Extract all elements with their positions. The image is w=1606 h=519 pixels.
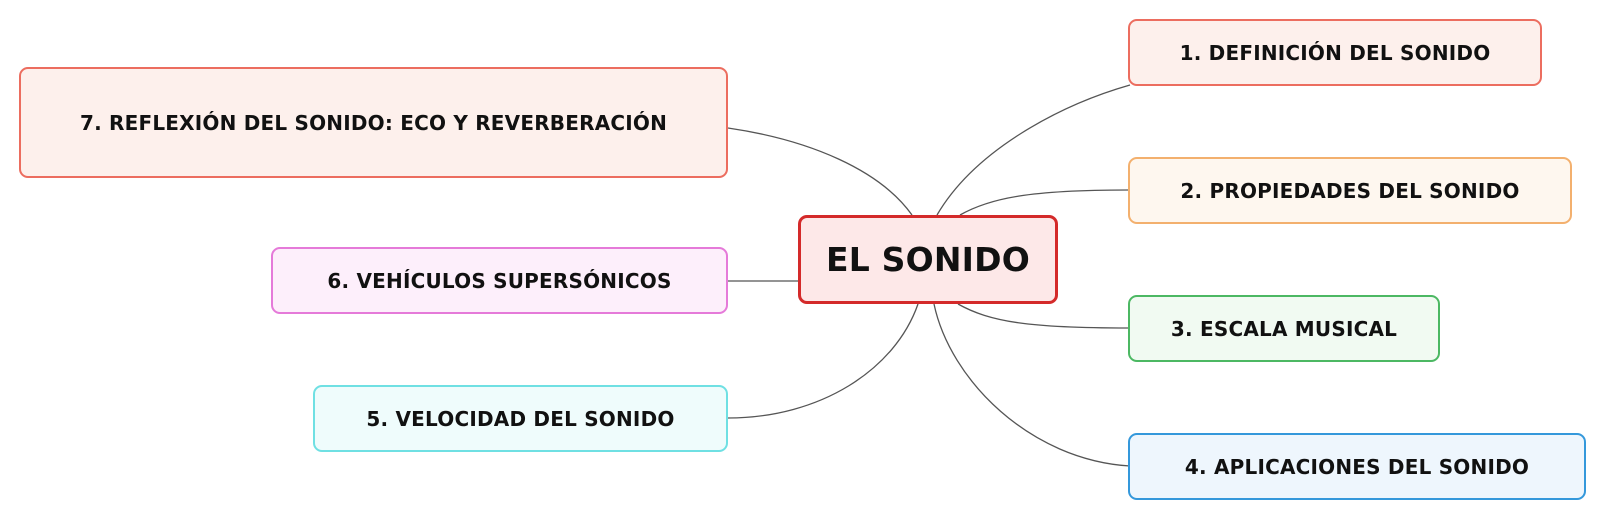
connector-topic-4 <box>933 303 1131 467</box>
topic-definicion[interactable]: 1. DEFINICIÓN DEL SONIDO <box>1128 19 1542 86</box>
topic-label: 2. PROPIEDADES DEL SONIDO <box>1180 178 1520 203</box>
connector-topic-5 <box>727 303 919 419</box>
topic-label: 3. ESCALA MUSICAL <box>1170 316 1398 341</box>
topic-aplicaciones[interactable]: 4. APLICACIONES DEL SONIDO <box>1128 433 1586 500</box>
connector-topic-3 <box>957 303 1129 329</box>
connector-topic-7 <box>727 127 913 216</box>
topic-label: 1. DEFINICIÓN DEL SONIDO <box>1179 40 1491 65</box>
topic-vehiculos-supersonicos[interactable]: 6. VEHÍCULOS SUPERSÓNICOS <box>271 247 728 314</box>
topic-label: 7. REFLEXIÓN DEL SONIDO: ECO Y REVERBERA… <box>79 110 668 135</box>
topic-label: 4. APLICACIONES DEL SONIDO <box>1184 454 1530 479</box>
topic-label: 5. VELOCIDAD DEL SONIDO <box>366 406 675 431</box>
connector-topic-1 <box>936 84 1131 216</box>
central-topic[interactable]: EL SONIDO <box>798 215 1058 304</box>
topic-propiedades[interactable]: 2. PROPIEDADES DEL SONIDO <box>1128 157 1572 224</box>
topic-velocidad[interactable]: 5. VELOCIDAD DEL SONIDO <box>313 385 728 452</box>
topic-reflexion[interactable]: 7. REFLEXIÓN DEL SONIDO: ECO Y REVERBERA… <box>19 67 728 178</box>
central-topic-label: EL SONIDO <box>825 240 1031 279</box>
topic-label: 6. VEHÍCULOS SUPERSÓNICOS <box>327 268 672 293</box>
topic-escala-musical[interactable]: 3. ESCALA MUSICAL <box>1128 295 1440 362</box>
connector-topic-2 <box>959 189 1129 216</box>
